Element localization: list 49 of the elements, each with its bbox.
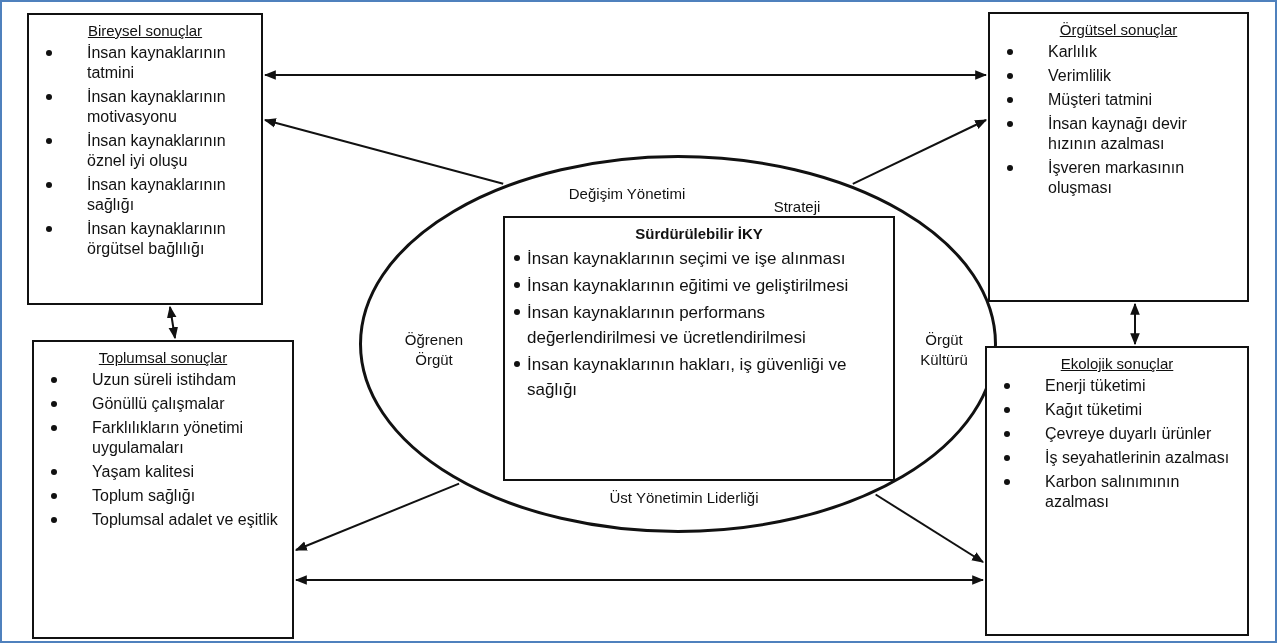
box-heading: Sürdürülebilir İKY (634, 224, 764, 244)
bullet-item: Toplumsal adalet ve eşitlik (92, 510, 279, 530)
outcome-box (988, 12, 1249, 302)
arrow (263, 70, 988, 80)
bullet-item: İnsan kaynaklarının örgütsel bağlılığı (87, 219, 227, 259)
bullet-item: Yaşam kalitesi (92, 462, 195, 482)
bullet-item: Toplum sağlığı (92, 486, 197, 506)
bullet-item: Verimlilik (1048, 66, 1113, 86)
arrow (294, 482, 461, 551)
ellipse-label: Strateji (772, 197, 822, 217)
box-heading: Örgütsel sonuçlar (1058, 20, 1179, 40)
arrow (1130, 302, 1140, 346)
arrow (851, 119, 988, 185)
bullet-item: İş seyahatlerinin azalması (1045, 448, 1231, 468)
core-box (503, 216, 895, 481)
bullet-item: Enerji tüketimi (1045, 376, 1147, 396)
bullet-item: Çevreye duyarlı ürünler (1045, 424, 1213, 444)
bullet-item: Uzun süreli istihdam (92, 370, 238, 390)
box-heading: Bireysel sonuçlar (86, 21, 204, 41)
bullet-item: Karbon salınımının azalması (1045, 472, 1181, 512)
bullet-item: Kağıt tüketimi (1045, 400, 1143, 420)
bullet-item: İnsan kaynaklarının tatmini (87, 43, 227, 83)
outcome-box (27, 13, 263, 305)
bullet-item: İnsan kaynaklarının hakları, iş güvenliği ve sağlığı (527, 354, 848, 401)
ellipse-label: Üst Yönetimin Liderliği (608, 488, 760, 508)
bullet-item: İnsan kaynaklarının eğitimi ve geliştirilmesi (527, 275, 850, 297)
ellipse-shape (359, 155, 997, 533)
outcome-box (985, 346, 1249, 636)
bullet-item: İnsan kaynaklarının öznel iyi oluşu (87, 131, 227, 171)
bullet-item: Gönüllü çalışmalar (92, 394, 226, 414)
bullet-item: Farklılıkların yönetimi uygulamaları (92, 418, 245, 458)
outcome-box (32, 340, 294, 639)
bullet-item: İnsan kaynaklarının performans değerlendirilmesi ve ücretlendirilmesi (527, 302, 807, 349)
arrow (874, 493, 984, 563)
bullet-item: İnsan kaynaklarının motivasyonu (87, 87, 227, 127)
bullet-item: İşveren markasının oluşması (1048, 158, 1186, 198)
arrow (263, 118, 505, 185)
bullet-item: Müşteri tatmini (1048, 90, 1154, 110)
arrow (294, 575, 985, 585)
bullet-item: İnsan kaynaklarının sağlığı (87, 175, 227, 215)
bullet-item: İnsan kaynağı devir hızının azalması (1048, 114, 1188, 154)
bullet-item: İnsan kaynaklarının seçimi ve işe alınması (527, 248, 847, 270)
arrow (167, 305, 178, 340)
box-heading: Ekolojik sonuçlar (1059, 354, 1175, 374)
ellipse-label: Örgüt Kültürü (919, 330, 969, 370)
box-heading: Toplumsal sonuçlar (97, 348, 229, 368)
bullet-item: Karlılık (1048, 42, 1098, 62)
ellipse-label: Değişim Yönetimi (567, 184, 687, 204)
ellipse-label: Öğrenen Örgüt (403, 330, 465, 370)
